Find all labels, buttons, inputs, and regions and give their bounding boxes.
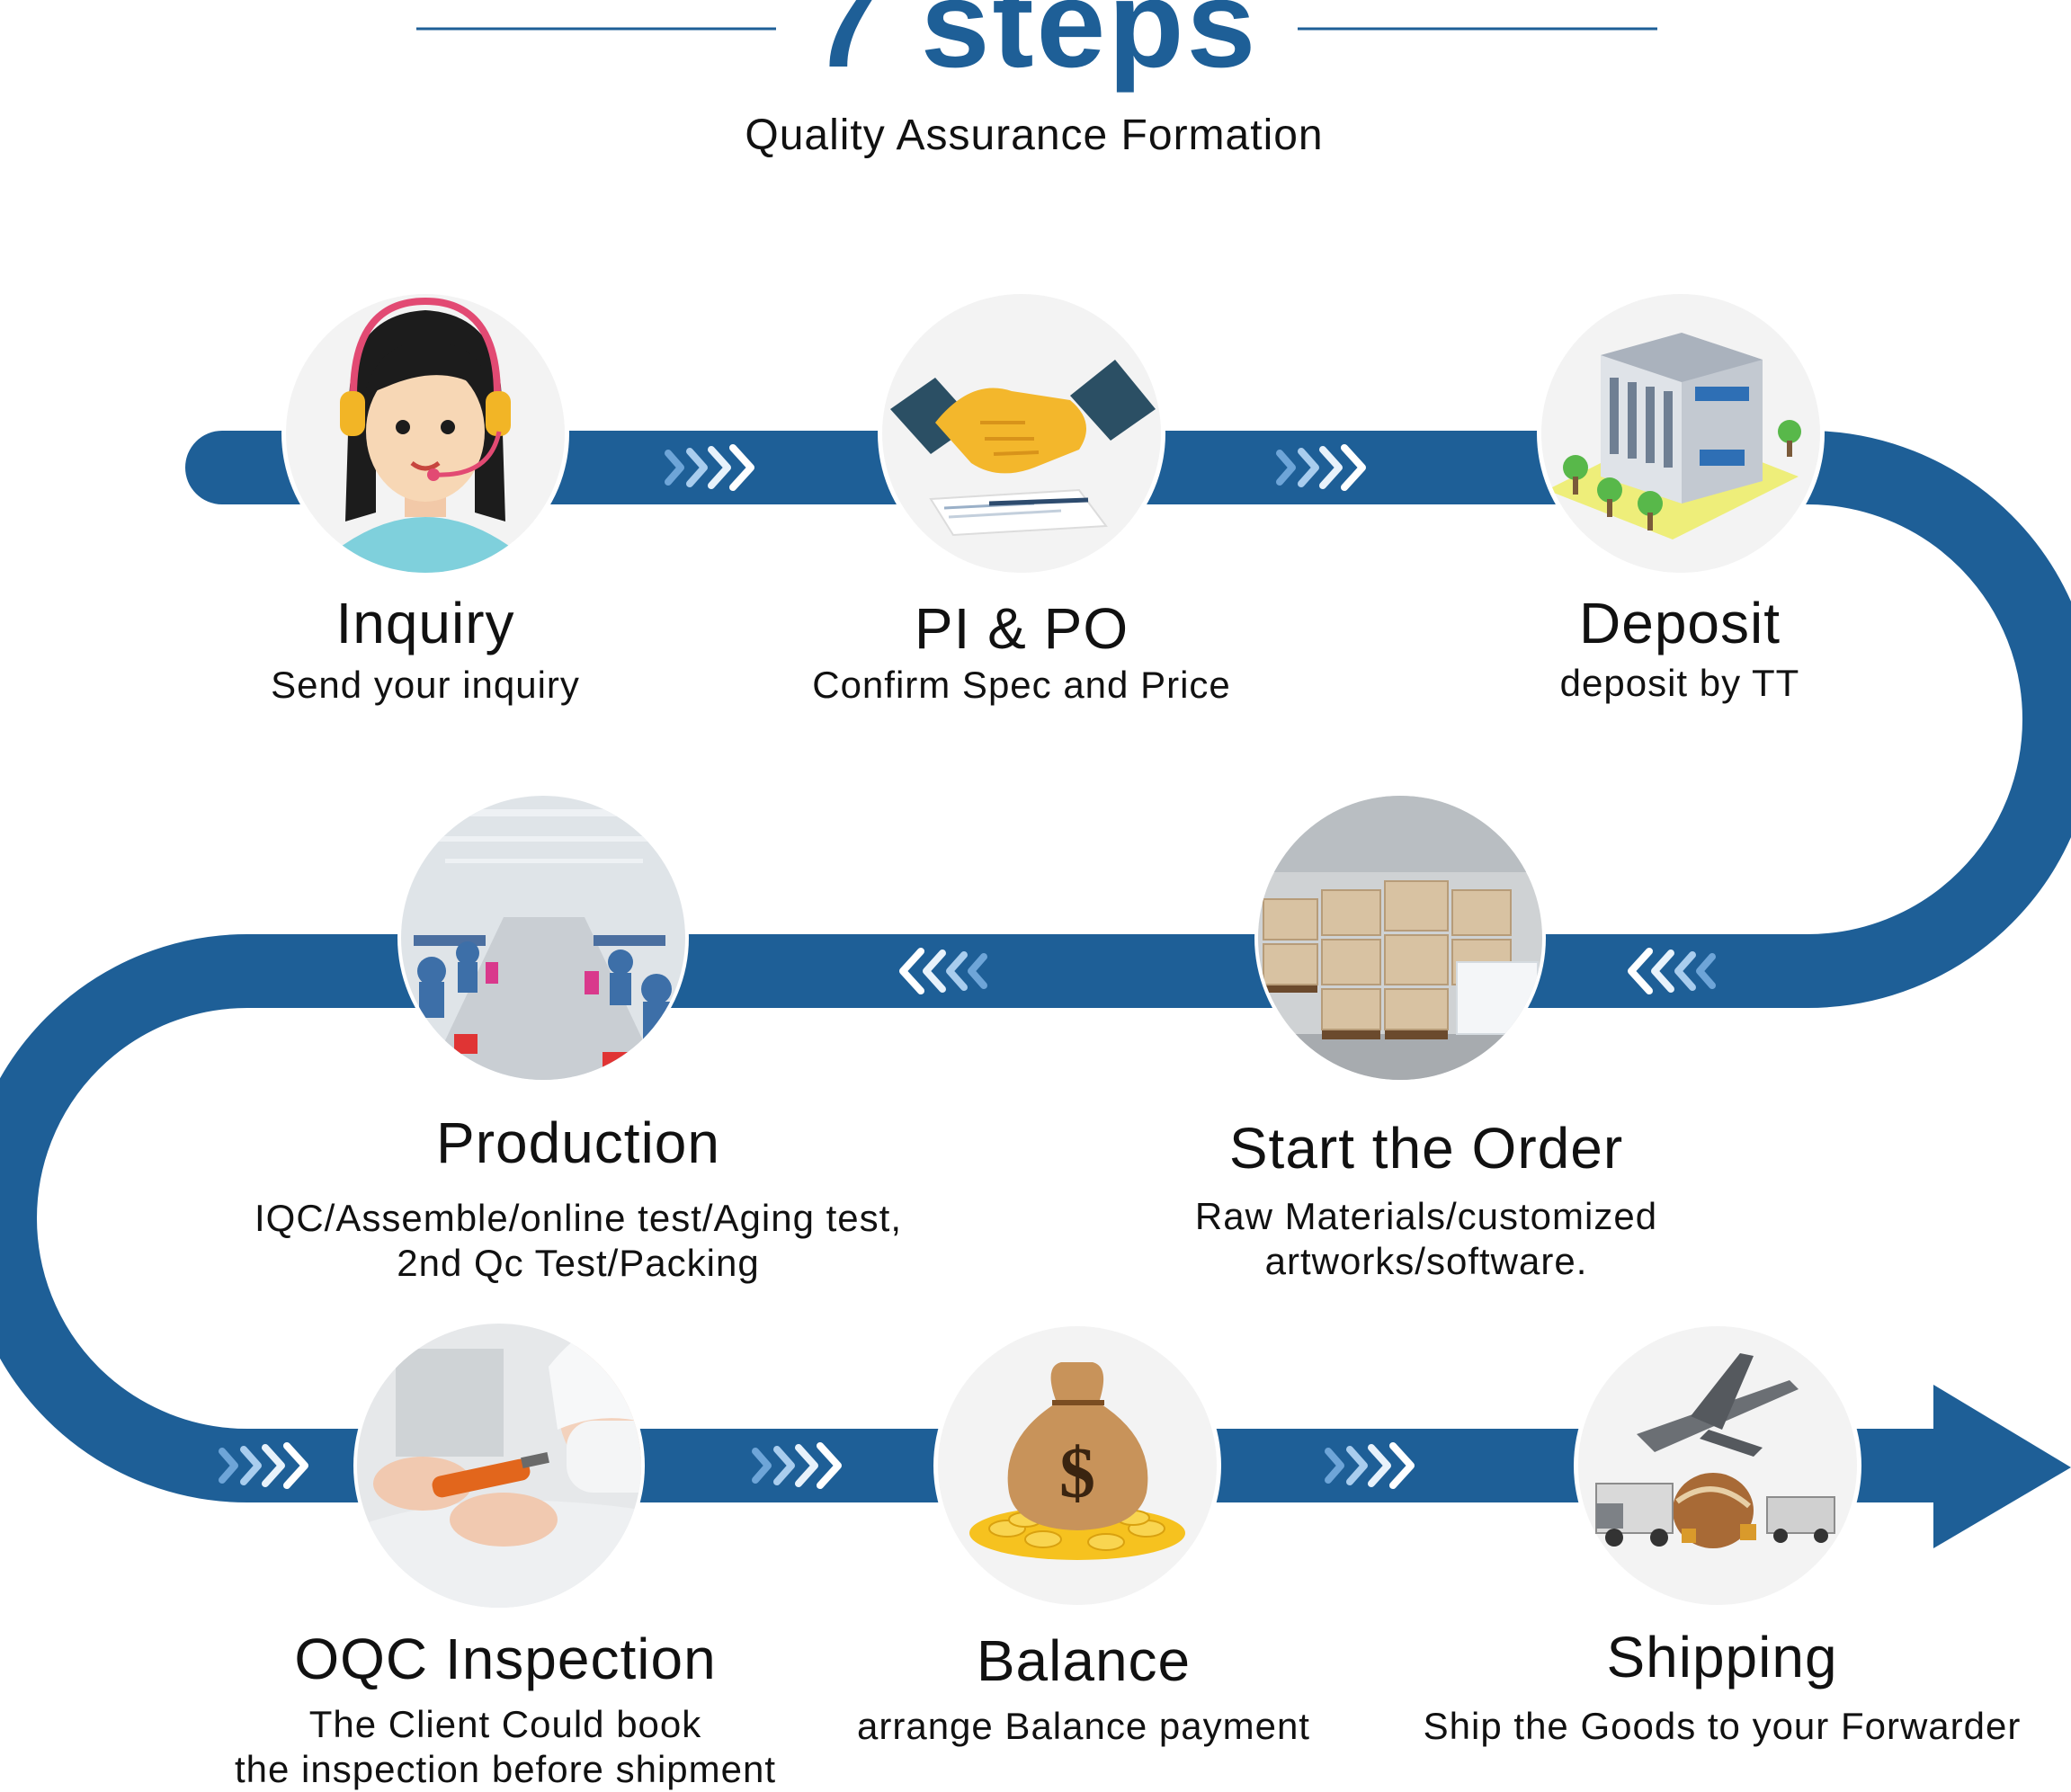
chevrons-row3-b xyxy=(752,1442,842,1489)
bank-building-icon xyxy=(1537,290,1825,577)
step-1-desc-line: Send your inquiry xyxy=(271,664,580,706)
chevrons-row1-b xyxy=(1276,444,1366,491)
step-5-desc-line-2: 2nd Qc Test/Packing xyxy=(397,1242,760,1284)
step-5-desc-line-1: IQC/Assemble/online test/Aging test, xyxy=(254,1197,902,1239)
step-7-desc-line: arrange Balance payment xyxy=(857,1705,1310,1747)
step-1-desc: Send your inquiry xyxy=(156,663,695,708)
step-8-title: Shipping xyxy=(1606,1625,1838,1689)
step-3-title: Deposit xyxy=(1579,591,1781,655)
chevrons-row2-b xyxy=(1628,948,1716,994)
step-2-desc-line: Confirm Spec and Price xyxy=(812,664,1231,706)
step-8-desc: Ship the Goods to your Forwarder xyxy=(1380,1704,2064,1749)
chevrons-row2-a xyxy=(899,948,987,994)
header-rules xyxy=(416,27,1657,31)
path-band xyxy=(0,431,2071,1502)
money-bag-icon: $ xyxy=(933,1322,1221,1609)
step-4-desc: Raw Materials/customized artworks/softwa… xyxy=(1111,1194,1741,1284)
support-agent-icon xyxy=(281,290,569,577)
step-6-title: OQC Inspection xyxy=(294,1627,717,1691)
factory-line-icon xyxy=(397,792,689,1083)
step-4-title: Start the Order xyxy=(1228,1116,1624,1181)
inspection-icon xyxy=(353,1320,645,1611)
step-2-desc: Confirm Spec and Price xyxy=(752,663,1291,708)
step-4-desc-line-1: Raw Materials/customized xyxy=(1194,1195,1658,1237)
page-subtitle: Quality Assurance Formation xyxy=(745,111,1324,159)
step-7-desc: arrange Balance payment xyxy=(769,1704,1398,1749)
step-5-title: Production xyxy=(436,1110,720,1175)
handshake-icon xyxy=(878,290,1165,577)
step-3-desc-line: deposit by TT xyxy=(1559,662,1800,704)
step-3-desc: deposit by TT xyxy=(1410,661,1950,706)
step-6-desc-line-1: The Client Could book xyxy=(308,1703,702,1745)
airplane-truck-icon xyxy=(1574,1322,1861,1609)
svg-text:$: $ xyxy=(1059,1434,1095,1513)
step-1-title: Inquiry xyxy=(335,591,515,655)
step-5-desc: IQC/Assemble/online test/Aging test, 2nd… xyxy=(174,1196,983,1286)
step-8-desc-line: Ship the Goods to your Forwarder xyxy=(1423,1705,2022,1747)
step-6-desc: The Client Could book the inspection bef… xyxy=(146,1702,865,1792)
chevrons-row3-a xyxy=(219,1442,308,1489)
step-4-desc-line-2: artworks/software. xyxy=(1264,1240,1588,1282)
end-arrow-head xyxy=(1933,1385,2071,1548)
step-6-desc-line-2: the inspection before shipment xyxy=(234,1748,777,1790)
warehouse-pallets-icon xyxy=(1254,792,1546,1083)
page-title: 7 steps xyxy=(811,0,1259,94)
step-7-title: Balance xyxy=(976,1628,1192,1693)
chevrons-row1-a xyxy=(665,444,754,491)
step-2-title: PI & PO xyxy=(914,596,1129,661)
chevrons-row3-c xyxy=(1325,1442,1415,1489)
